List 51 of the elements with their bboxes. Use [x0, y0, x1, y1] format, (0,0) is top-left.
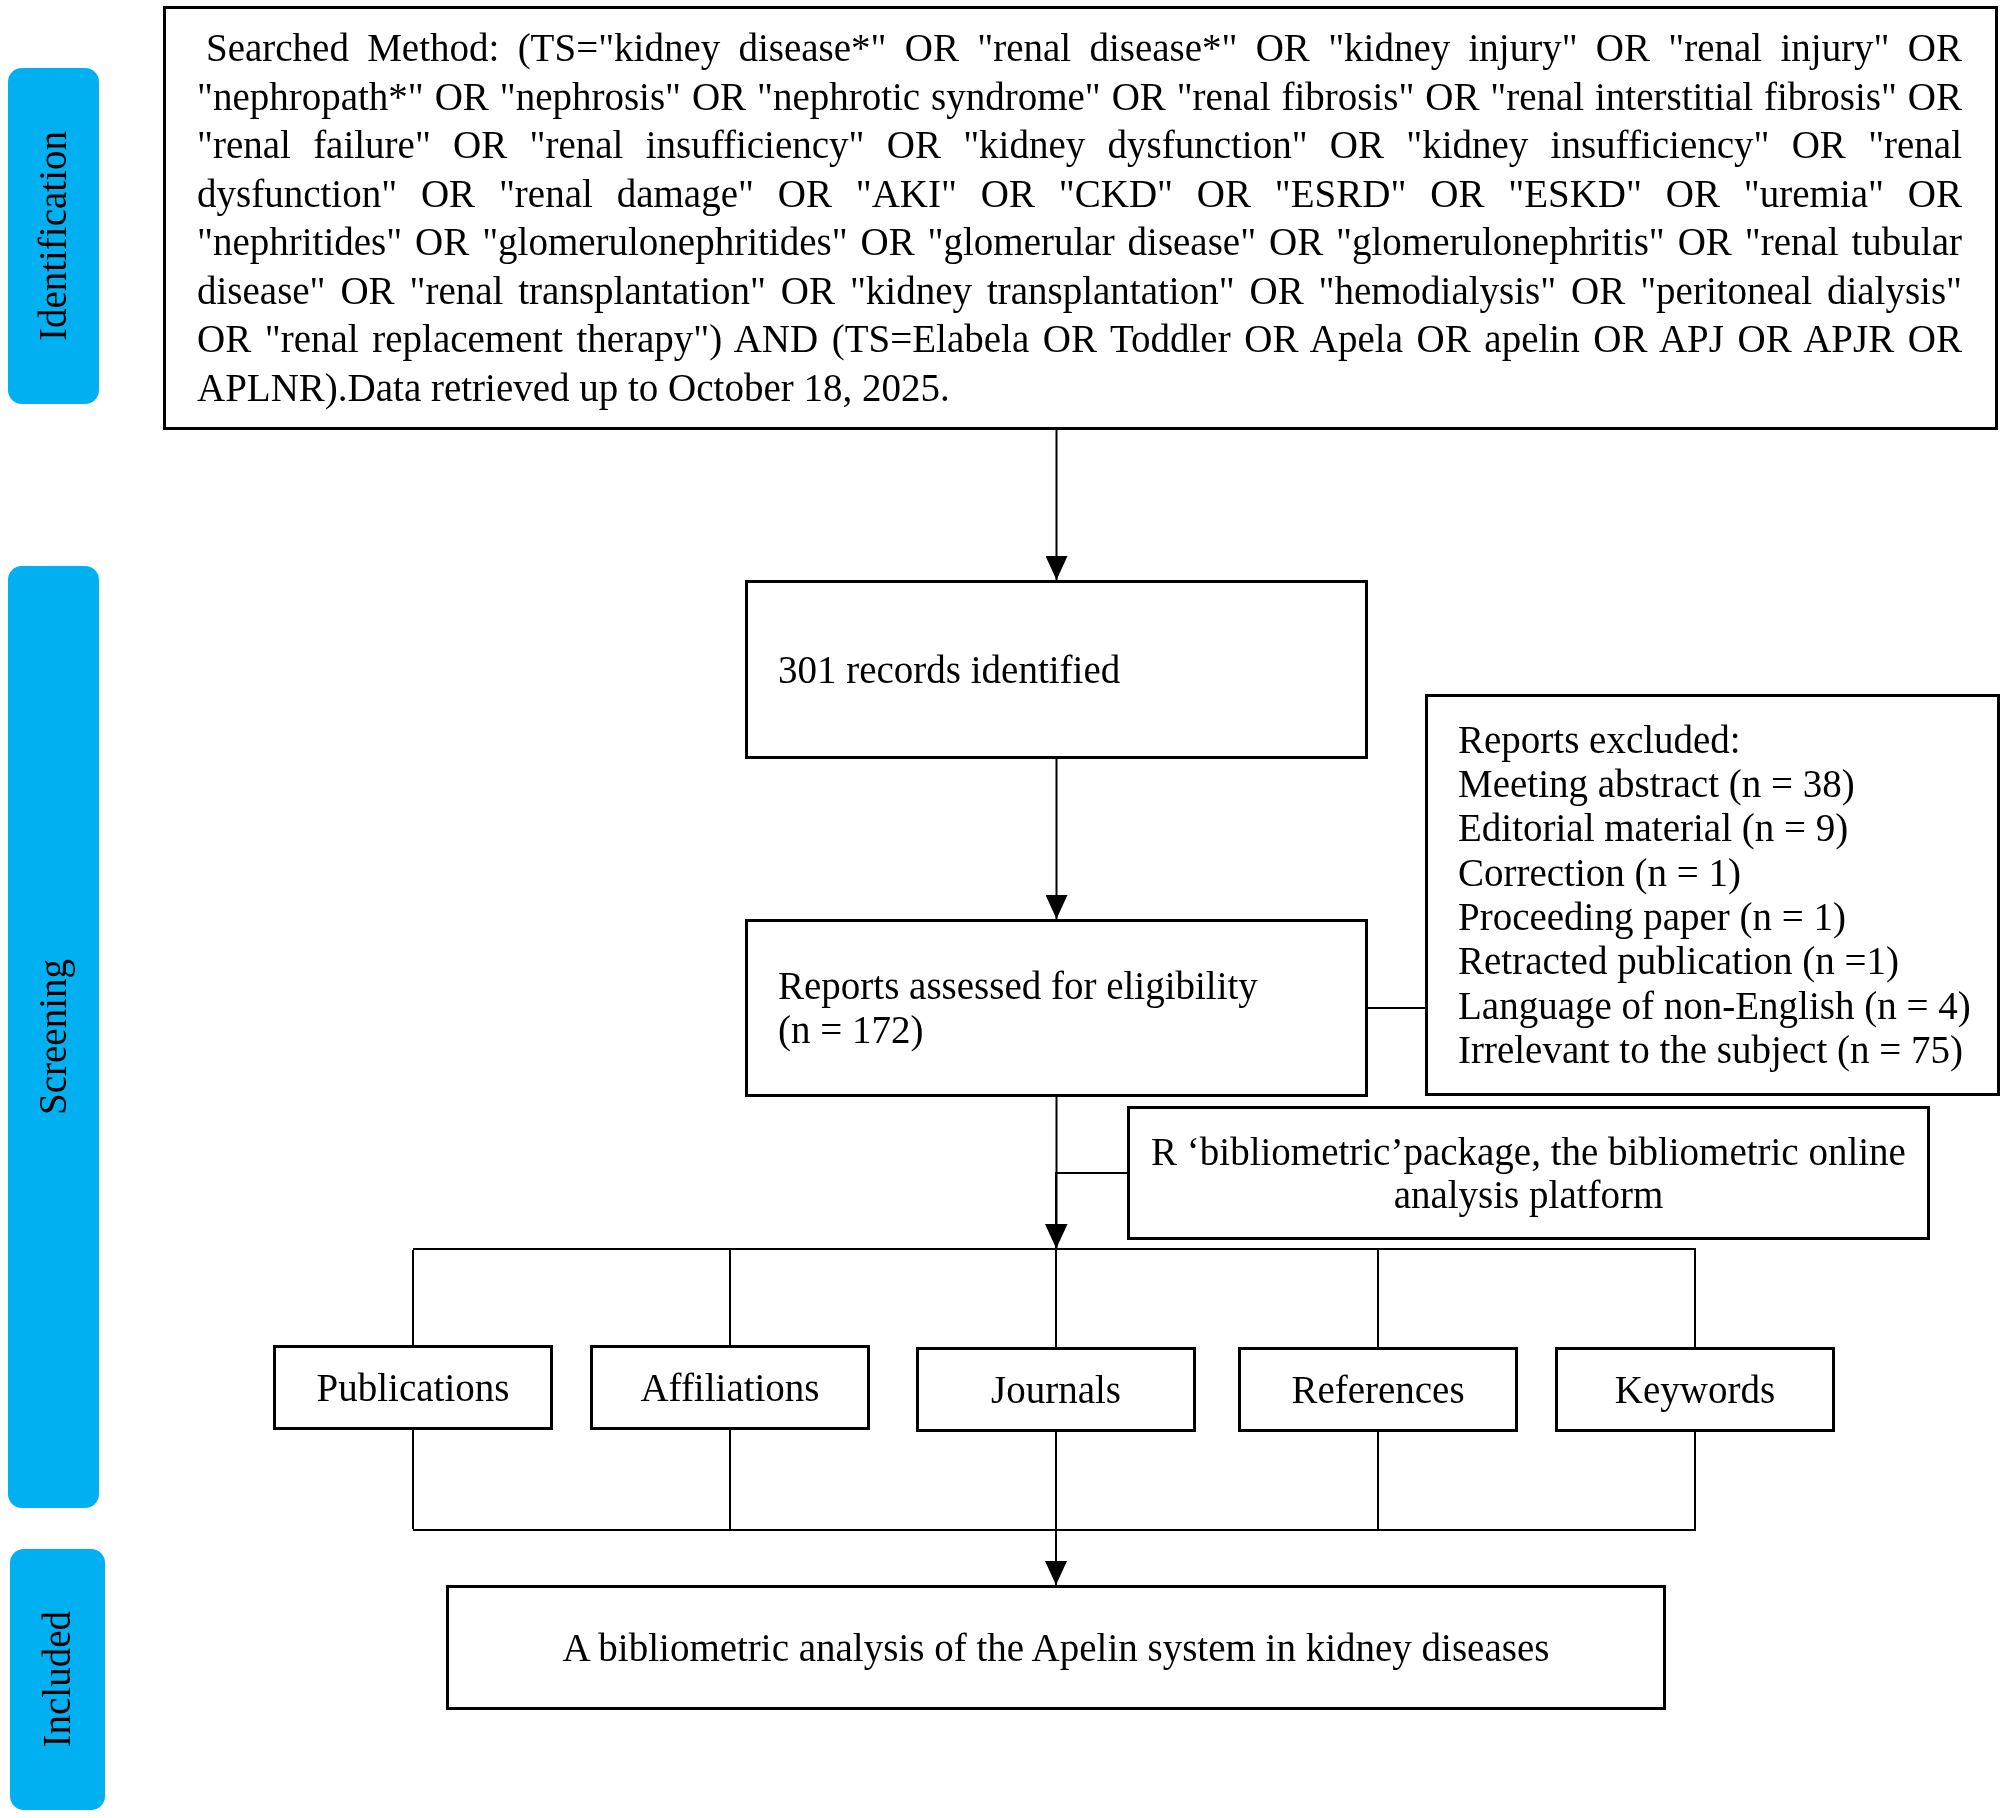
connector-line	[1377, 1249, 1379, 1348]
eligibility-text: Reports assessed for eligibility (n = 172)	[778, 964, 1259, 1052]
stage-label: Included	[36, 1611, 79, 1748]
stage-band	[10, 1549, 105, 1810]
exclusion-reason: Retracted publication (n =1)	[1458, 939, 1900, 984]
analysis-tools-text: R ‘bibliometric’package, the bibliometric online analysis platform	[1150, 1130, 1907, 1216]
arrow	[1045, 758, 1068, 920]
exclusion-reason: Meeting abstract (n = 38)	[1458, 762, 1855, 807]
eligibility-box	[745, 919, 1368, 1097]
category-label: Journals	[991, 1367, 1121, 1412]
exclusion-reason: Irrelevant to the subject (n = 75)	[1458, 1027, 1963, 1073]
connector-line	[729, 1249, 731, 1346]
stage-label: Identification	[32, 130, 75, 342]
exclusion-box	[1425, 694, 2000, 1096]
search-query-text: Searched Method: (TS="kidney disease*" OR "renal disease*" OR "kidney injury" OR "renal injury" OR "nephropath*" OR "nephrosis" OR "nephrotic syndrome" OR "renal fibrosis" OR "renal interstitial fibrosis" OR "renal failure" OR "renal insufficiency" OR "kidney dysfunction" OR "kidney insufficiency" OR "renal dysfunction" OR "renal damage" OR "AKI" OR "CKD" OR "ESRD" OR "ESKD" OR "uremia" OR "nephritides" OR "glomerulonephritides" OR "glomerular disease" OR "glomerulonephritis" OR "renal tubular disease" OR "renal transplantation" OR "kidney transplantation" OR "hemodialysis" OR "peritoneal dialysis" OR "renal replacement therapy") AND (TS=Elabela OR Toddler OR Apela OR apelin OR APJ OR APJR OR APLNR).Data retrieved up to October 18, 2025.	[197, 25, 1962, 412]
exclusion-reason: Editorial material (n = 9)	[1458, 806, 1849, 851]
branch-line	[413, 1248, 1696, 1250]
stage-band	[8, 68, 99, 404]
analysis-category-box	[916, 1347, 1196, 1432]
tools-box	[1127, 1106, 1930, 1240]
connector-line	[1367, 1007, 1426, 1009]
connector-line	[1055, 1249, 1057, 1348]
analysis-category-box	[590, 1345, 870, 1430]
connector-line	[1694, 1249, 1696, 1348]
outcome-text: A bibliometric analysis of the Apelin system in kidney diseases	[562, 1625, 1550, 1670]
analysis-category-box	[1555, 1347, 1835, 1432]
analysis-category-box	[1238, 1347, 1518, 1432]
connector-line	[1377, 1431, 1379, 1530]
connector-line	[412, 1429, 414, 1530]
connector-line	[412, 1249, 414, 1346]
records-text: 301 records identified	[778, 647, 1121, 692]
stage-band	[8, 566, 99, 1508]
arrow	[1045, 1172, 1128, 1249]
category-label: Affiliations	[640, 1365, 820, 1410]
exclusion-reason: Proceeding paper (n = 1)	[1458, 895, 1847, 940]
analysis-category-box	[273, 1345, 553, 1430]
arrow	[1045, 1530, 1067, 1586]
stage-label: Screening	[32, 959, 75, 1115]
branch-line	[413, 1529, 1696, 1531]
connector-line	[1694, 1431, 1696, 1530]
exclusion-reason: Language of non-English (n = 4)	[1458, 983, 1971, 1028]
outcome-box	[446, 1585, 1666, 1710]
category-label: Publications	[316, 1365, 510, 1410]
connector-line	[729, 1429, 731, 1530]
exclusion-heading: Reports excluded:	[1458, 717, 1741, 763]
category-label: References	[1291, 1367, 1465, 1412]
records-box	[745, 580, 1368, 759]
category-label: Keywords	[1614, 1367, 1776, 1412]
arrow	[1045, 429, 1068, 581]
connector-line	[1055, 1431, 1057, 1530]
exclusion-reason: Correction (n = 1)	[1458, 850, 1741, 895]
